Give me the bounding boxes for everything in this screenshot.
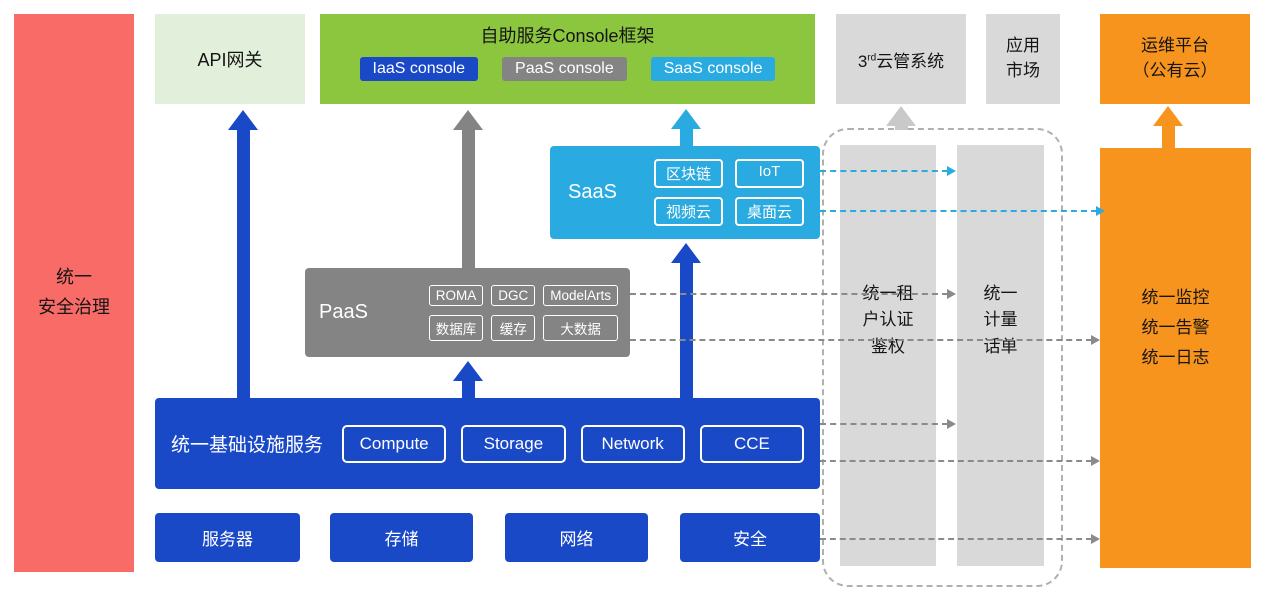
console-chips-row: IaaS console PaaS console SaaS console [359,57,776,81]
arrow-monitoring-to-ops-platform [1153,106,1183,148]
monitoring-bar-label: 统一监控 统一告警 统一日志 [1141,288,1210,367]
saas-items-grid: 区块链 IoT 视频云 桌面云 [653,159,804,226]
paas-item-modelarts: ModelArts [543,284,618,306]
infra-item-storage: Storage [461,424,566,463]
arrow-infra-to-saas [671,243,701,398]
third-party-cloud-box: 3rd云管系统 [836,14,966,104]
connector-infra-to-monitoring [820,456,1100,466]
hardware-storage-label: 存储 [384,530,419,549]
saas-item-desktop-cloud: 桌面云 [734,197,804,226]
saas-label: SaaS [568,181,617,203]
arrow-infra-to-api-gateway [228,110,258,398]
infrastructure-box: 统一基础设施服务 Compute Storage Network CCE [155,398,820,489]
iaas-console-chip: IaaS console [359,57,479,81]
paas-item-database: 数据库 [428,314,484,341]
infra-item-compute: Compute [342,424,447,463]
hardware-network-box: 网络 [505,513,648,562]
paas-item-cache: 缓存 [491,314,536,341]
hardware-storage-box: 存储 [330,513,473,562]
infrastructure-label: 统一基础设施服务 [171,435,324,456]
hardware-server-box: 服务器 [155,513,300,562]
paas-label: PaaS [319,301,368,323]
third-party-cloud-label: 3rd云管系统 [857,51,945,71]
saas-item-iot: IoT [734,159,804,188]
app-market-label: 应用 市场 [1006,36,1040,80]
hardware-security-box: 安全 [680,513,820,562]
hardware-server-label: 服务器 [202,530,253,549]
saas-item-video-cloud: 视频云 [653,197,723,226]
hardware-security-label: 安全 [733,530,767,549]
third-party-cloud-superscript: rd [867,51,877,63]
paas-item-roma: ROMA [428,284,484,306]
connector-paas-to-monitoring [630,335,1100,345]
saas-console-chip: SaaS console [650,57,776,81]
billing-bar: 统一 计量 话单 [957,145,1044,566]
connector-paas-to-billing [630,289,956,299]
connector-saas-to-billing [820,166,956,176]
saas-item-blockchain: 区块链 [653,159,723,188]
paas-item-dgc: DGC [491,284,536,306]
paas-item-bigdata: 大数据 [543,314,618,341]
hardware-network-label: 网络 [559,530,594,549]
app-market-box: 应用 市场 [986,14,1060,104]
security-governance-bar: 统一 安全治理 [14,14,134,572]
arrow-to-third-party-cloud [886,106,916,130]
connector-infra-to-billing [820,419,956,429]
tenant-services-dashed-frame [822,128,1063,587]
connector-saas-to-monitoring [820,206,1105,216]
paas-items-grid: ROMA DGC ModelArts 数据库 缓存 大数据 [428,284,618,341]
monitoring-bar: 统一监控 统一告警 统一日志 [1100,148,1251,568]
auth-bar: 统一租 户认证 鉴权 [840,145,936,566]
arrow-infra-to-paas [453,361,483,398]
infra-item-network: Network [580,424,685,463]
console-frame-box: 自助服务Console框架 IaaS console PaaS console … [320,14,815,104]
infra-item-cce: CCE [699,424,805,463]
paas-console-chip: PaaS console [502,57,627,81]
saas-box: SaaS 区块链 IoT 视频云 桌面云 [550,146,820,239]
arrow-saas-to-console [671,109,701,146]
console-frame-title: 自助服务Console框架 [480,26,655,46]
api-gateway-label: API网关 [197,50,263,70]
billing-bar-label: 统一 计量 话单 [983,283,1018,356]
api-gateway-box: API网关 [155,14,305,104]
security-governance-label: 统一 安全治理 [38,267,110,317]
ops-platform-label: 运维平台 （公有云） [1132,36,1218,80]
ops-platform-box: 运维平台 （公有云） [1100,14,1250,104]
connector-hardware-to-monitoring [820,534,1100,544]
arrow-paas-to-console [453,110,483,268]
auth-bar-label: 统一租 户认证 鉴权 [862,283,914,356]
paas-box: PaaS ROMA DGC ModelArts 数据库 缓存 大数据 [305,268,630,357]
